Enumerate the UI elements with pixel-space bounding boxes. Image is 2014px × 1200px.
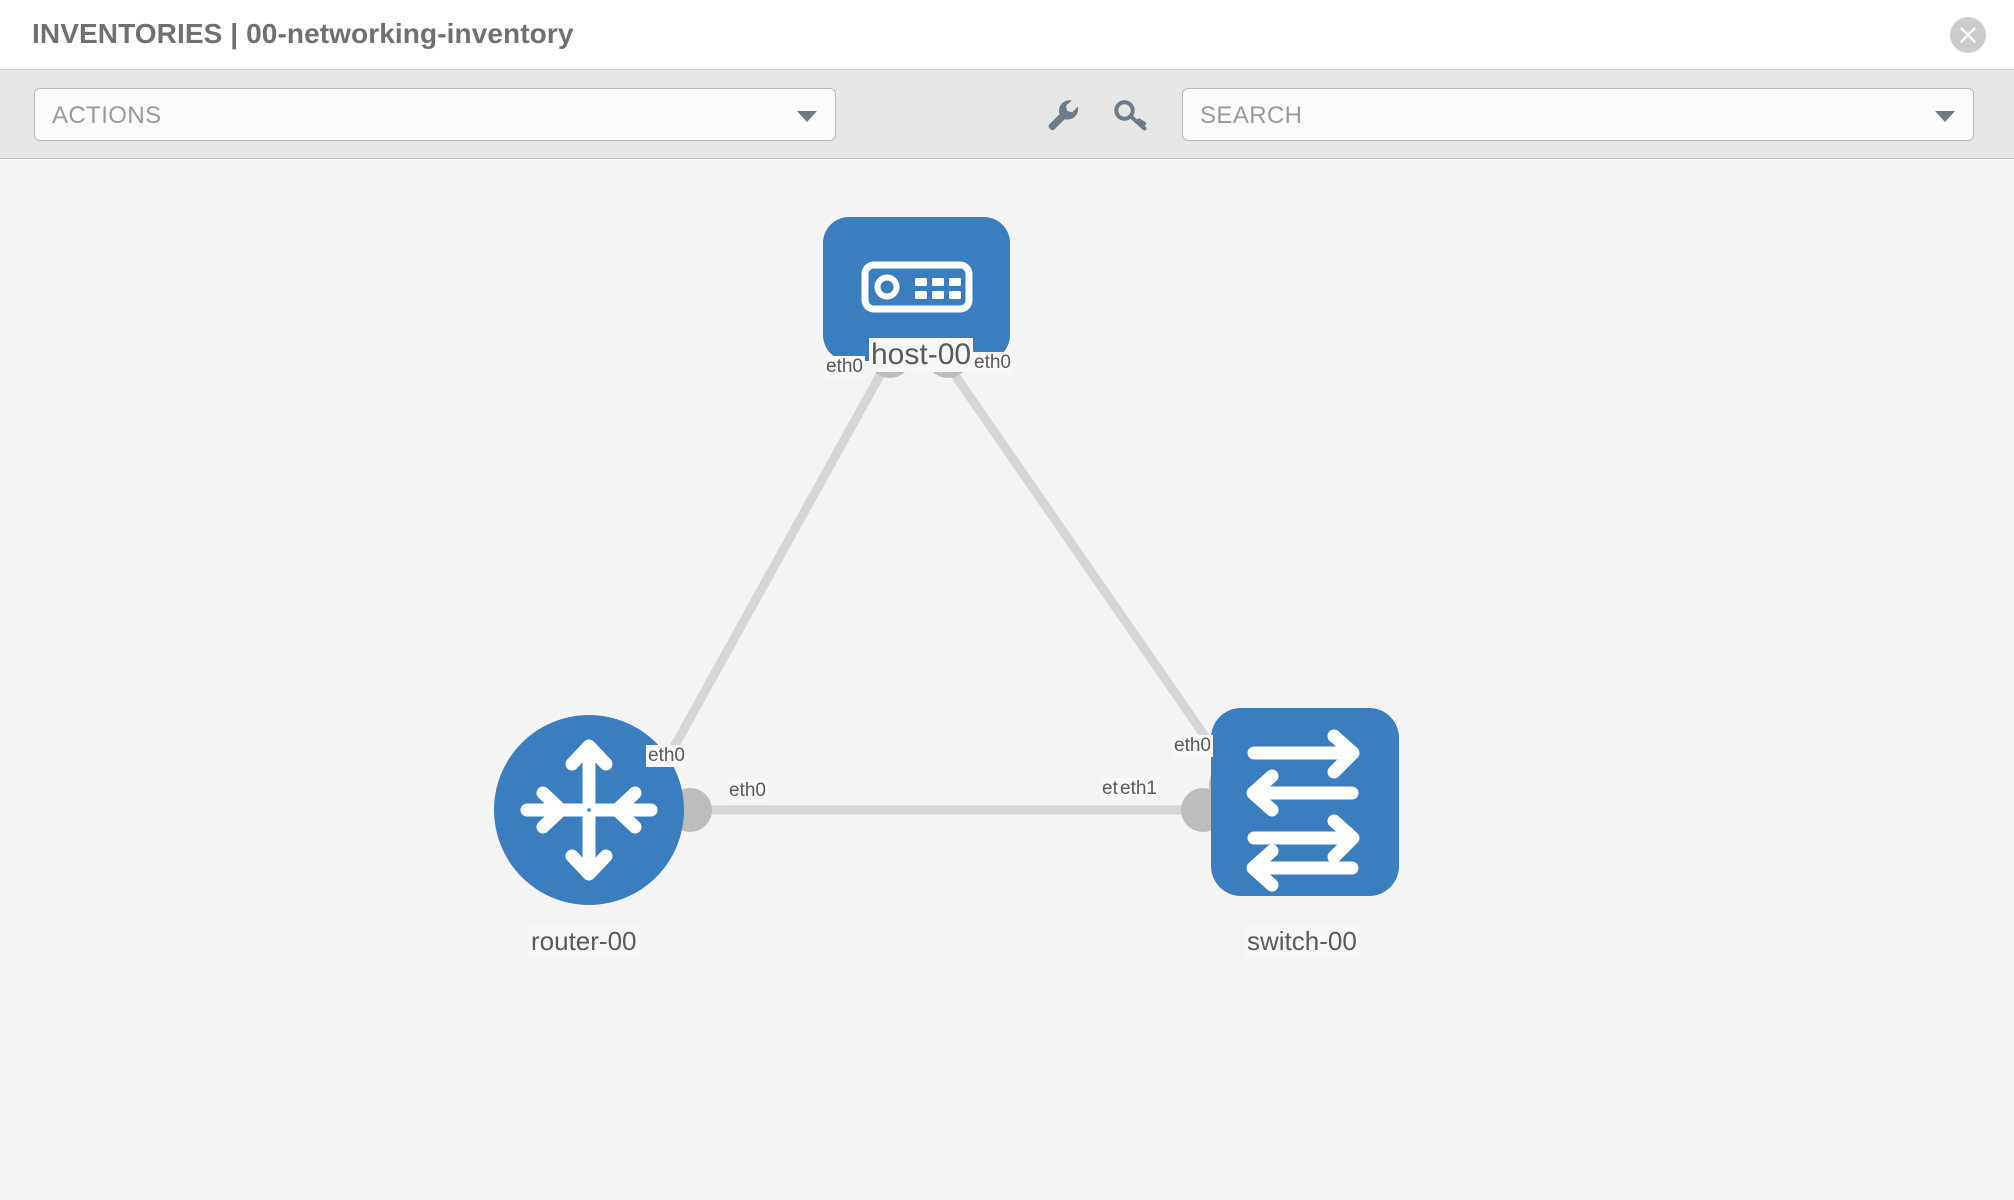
node-switch-00[interactable] (1211, 708, 1399, 896)
topology-canvas[interactable]: host-00 router-00 switch-00 eth0 eth0 et… (0, 160, 2014, 1200)
page-header: INVENTORIES | 00-networking-inventory (0, 0, 2014, 70)
topology-ports (668, 334, 1257, 832)
iface-label-switch-eth0-north: eth0 (1172, 735, 1213, 757)
server-icon (861, 261, 973, 313)
iface-label-host-eth0-right: eth0 (972, 352, 1013, 374)
router-icon (520, 739, 658, 881)
node-host-00[interactable] (823, 217, 1010, 361)
node-label-host-00: host-00 (869, 338, 974, 372)
topology-edges (644, 365, 1242, 815)
key-icon[interactable] (1110, 94, 1152, 136)
wrench-icon[interactable] (1042, 94, 1084, 136)
toolbar: ACTIONS SEARCH (0, 70, 2014, 159)
node-router-00[interactable] (494, 715, 684, 905)
actions-dropdown-label: ACTIONS (52, 102, 162, 129)
search-input[interactable]: SEARCH (1182, 88, 1974, 141)
actions-dropdown[interactable]: ACTIONS (34, 88, 836, 141)
iface-label-router-eth0-north: eth0 (646, 745, 687, 767)
node-label-router-00: router-00 (529, 926, 639, 957)
edge-host-switch (946, 365, 1242, 787)
iface-label-router-eth0-east: eth0 (727, 780, 768, 802)
iface-label-host-eth0-left: eth0 (824, 356, 865, 378)
node-label-switch-00: switch-00 (1245, 926, 1359, 957)
chevron-down-icon[interactable] (1935, 111, 1955, 122)
topology-graph (494, 217, 1399, 905)
close-icon[interactable] (1950, 17, 1986, 53)
edge-host-router (644, 365, 888, 797)
search-placeholder: SEARCH (1200, 102, 1303, 129)
chevron-down-icon (797, 111, 817, 122)
iface-label-switch-eth1-west: eth1 (1118, 778, 1159, 800)
switch-icon (1246, 729, 1360, 892)
page-title: INVENTORIES | 00-networking-inventory (32, 18, 574, 49)
